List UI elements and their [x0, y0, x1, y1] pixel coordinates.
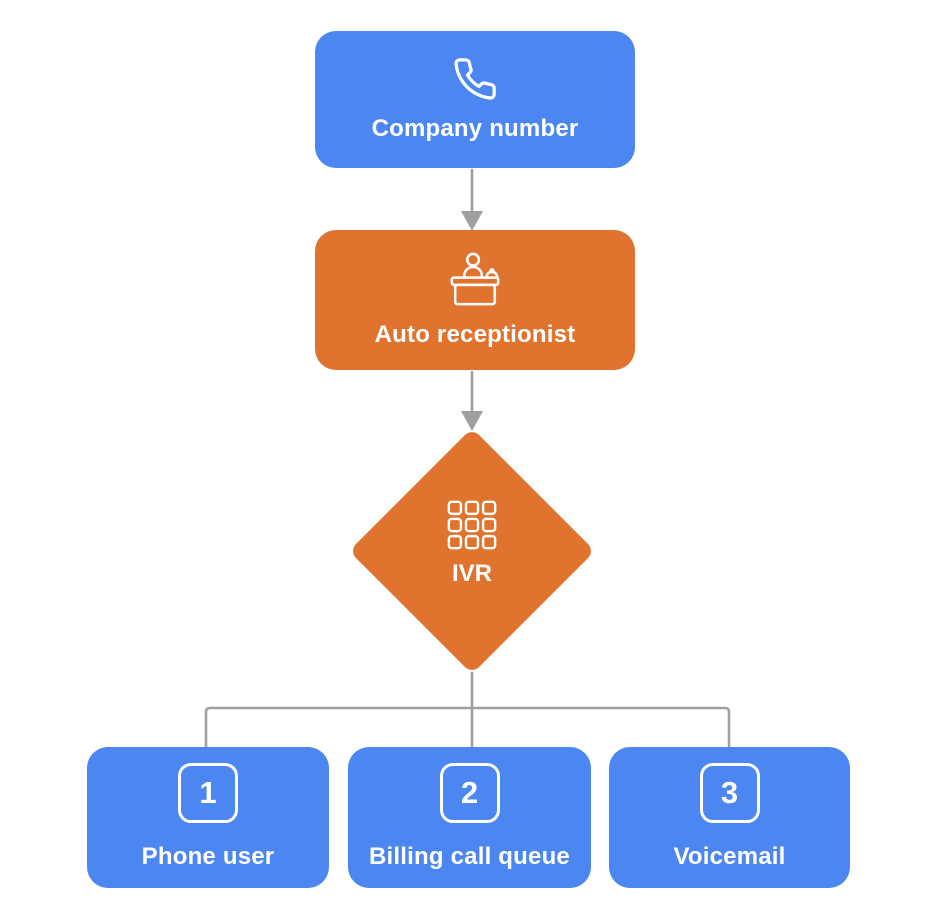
edge-ivr-to-voicemail: [472, 706, 731, 747]
node-billing-call-queue: 2 Billing call queue: [348, 747, 591, 888]
node-label: IVR: [451, 560, 492, 587]
node-label: Voicemail: [673, 843, 786, 870]
node-ivr: IVR: [385, 457, 559, 631]
edge-ivr-to-phone-user: [204, 706, 472, 747]
node-auto-receptionist: Auto receptionist: [315, 230, 635, 370]
arrowhead-icon: [461, 211, 483, 231]
keypad-icon: [447, 500, 497, 550]
node-label: Phone user: [141, 843, 275, 870]
phone-icon: [452, 56, 498, 102]
keypress-badge-2: 2: [439, 763, 500, 823]
node-label: Company number: [371, 115, 579, 142]
node-company-number: Company number: [315, 31, 635, 168]
node-label: Auto receptionist: [374, 320, 576, 348]
arrowhead-icon: [461, 411, 483, 431]
node-voicemail: 3 Voicemail: [609, 747, 850, 888]
reception-desk-icon: [444, 252, 506, 308]
node-phone-user: 1 Phone user: [87, 747, 329, 888]
node-label: Billing call queue: [369, 843, 570, 870]
keypress-badge-1: 1: [178, 763, 238, 823]
keypress-badge-3: 3: [699, 763, 760, 823]
